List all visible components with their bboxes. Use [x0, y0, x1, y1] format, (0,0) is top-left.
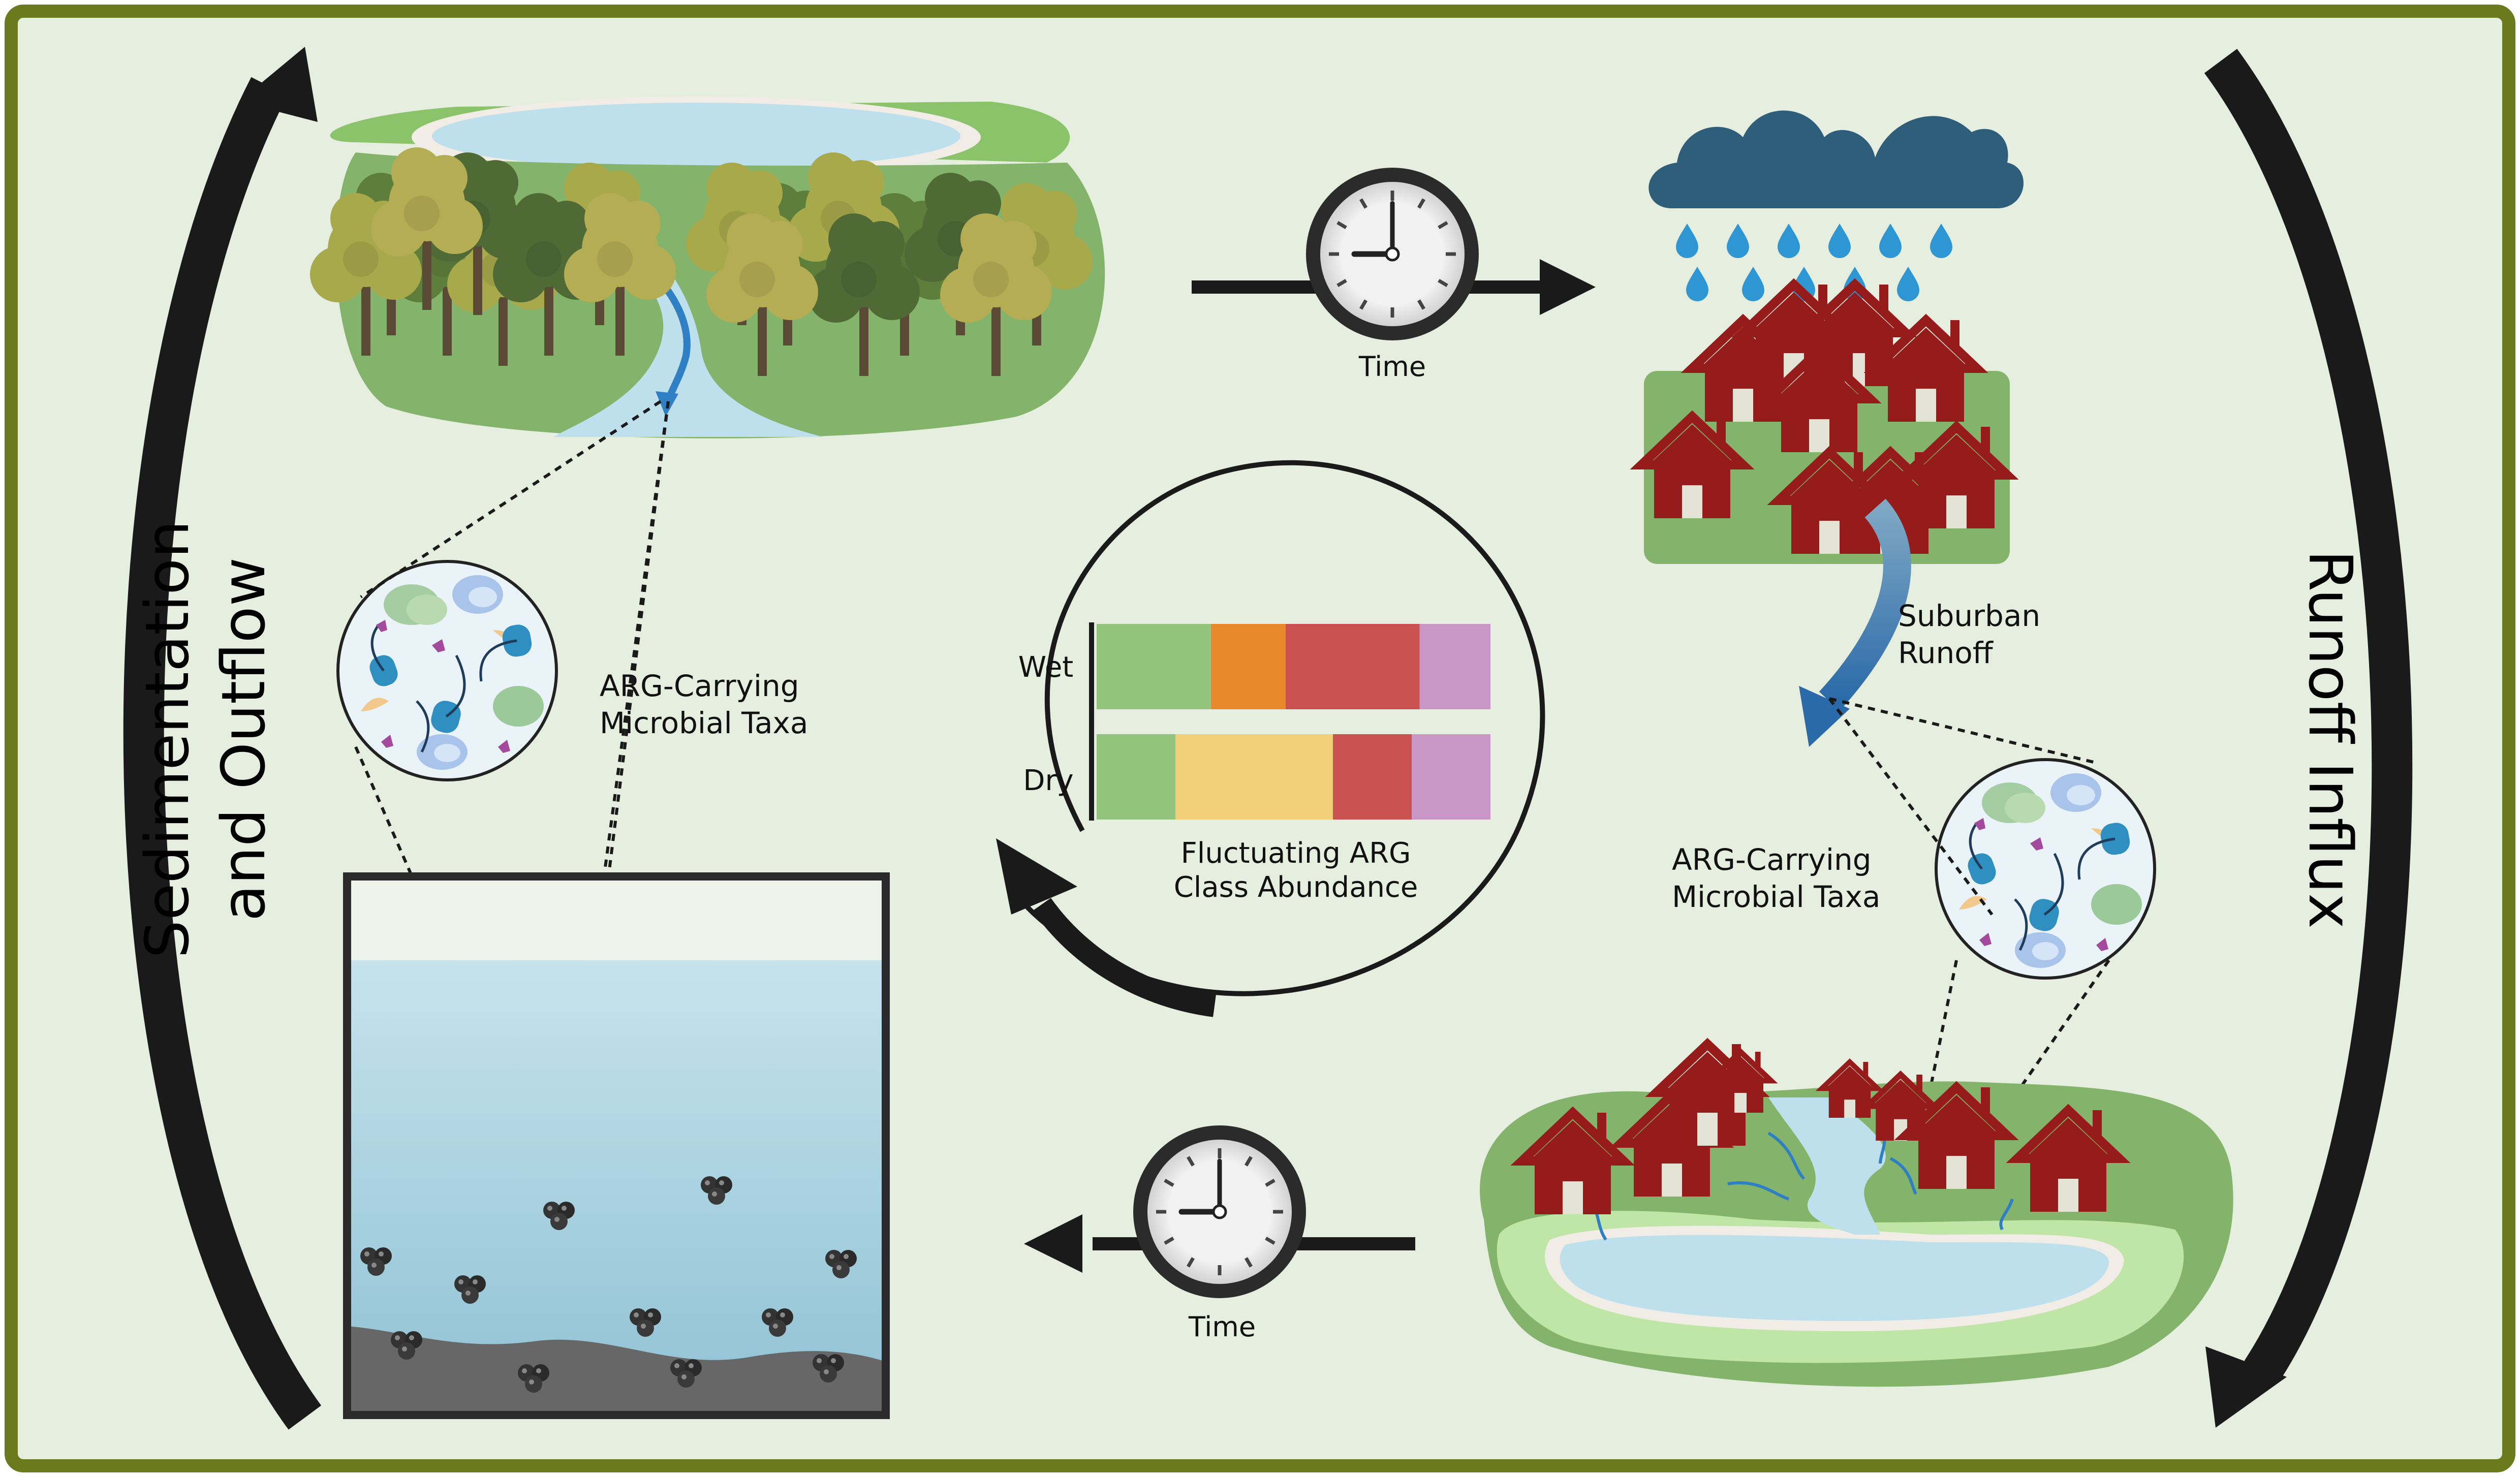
time-arrow-bottom	[1024, 1125, 1415, 1298]
clock-icon	[1133, 1125, 1306, 1298]
bar-segment-wet-0	[1097, 624, 1211, 709]
microbe-bubble-right	[1936, 760, 2155, 978]
taxa-right-label-line2: Microbial Taxa	[1672, 879, 1880, 914]
taxa-left-label-line2: Microbial Taxa	[600, 706, 808, 740]
category-label-dry: Dry	[1023, 764, 1073, 797]
right-cycle-arrow	[2204, 49, 2413, 1428]
right-cycle-label: Runoff Influx	[2295, 550, 2366, 929]
bar-segment-wet-3	[1286, 624, 1420, 709]
bar-segment-dry-0	[1097, 734, 1175, 820]
bar-segment-dry-2	[1175, 734, 1333, 820]
suburb-scene	[1641, 285, 2010, 564]
microbe-bubble-left	[338, 561, 556, 780]
chart-bars	[1097, 624, 1490, 820]
category-label-wet: Wet	[1018, 651, 1074, 684]
time-label-bottom: Time	[1188, 1311, 1256, 1343]
chart-caption-line1: Fluctuating ARG	[1181, 837, 1411, 870]
arg-abundance-chart: Wet Dry	[1018, 622, 1490, 821]
time-label-top: Time	[1358, 351, 1426, 383]
forest-stream-scene	[310, 97, 1105, 438]
suburban-runoff-label-line2: Runoff	[1898, 636, 1994, 670]
chart-caption-line2: Class Abundance	[1174, 871, 1418, 904]
pond-suburb-scene	[1480, 1044, 2233, 1387]
bar-segment-wet-4	[1419, 624, 1490, 709]
runoff-arrow	[1799, 498, 1911, 747]
rain-cloud-icon	[1648, 110, 2024, 301]
sediment-tank	[343, 872, 890, 1419]
clock-icon	[1306, 168, 1479, 340]
taxa-right-label-line1: ARG-Carrying	[1672, 842, 1872, 877]
left-cycle-arrow	[123, 47, 322, 1430]
bar-segment-wet-1	[1210, 624, 1286, 709]
left-cycle-label-line1: Sedimentation	[132, 520, 202, 958]
bar-segment-dry-4	[1412, 734, 1490, 820]
left-cycle-label-line2: and Outflow	[208, 557, 278, 921]
time-arrow-top	[1192, 168, 1596, 340]
taxa-left-label-line1: ARG-Carrying	[600, 669, 799, 703]
suburban-runoff-label-line1: Suburban	[1898, 599, 2040, 633]
bar-segment-dry-3	[1333, 734, 1412, 820]
central-cycle-arrow	[996, 460, 1545, 1017]
